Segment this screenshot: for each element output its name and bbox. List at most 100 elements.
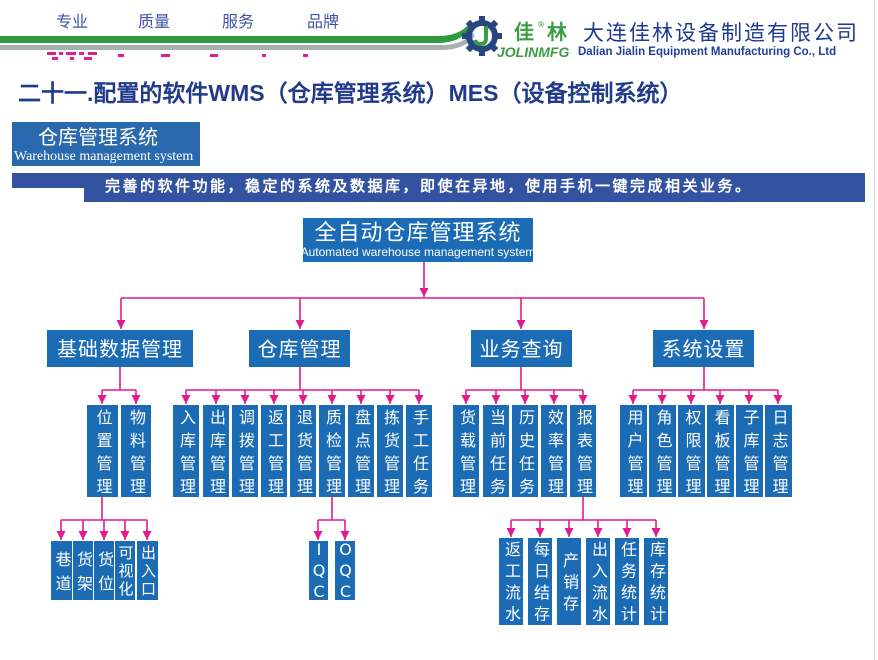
sub-label: 巷道 bbox=[52, 550, 72, 599]
branch-node-basic-data: 基础数据管理 bbox=[47, 330, 193, 367]
sub-label: 任务统计 bbox=[618, 541, 637, 625]
leaf-node-role-mgmt: 角色管理 bbox=[649, 405, 676, 497]
leaf-label: 退货管理 bbox=[294, 408, 313, 498]
branch-node-warehouse: 仓库管理 bbox=[249, 330, 350, 367]
leaf-node-inbound: 入库管理 bbox=[173, 405, 199, 497]
page-title: 二十一.配置的软件WMS（仓库管理系统）MES（设备控制系统） bbox=[18, 80, 683, 106]
brand-cn-lin: 林 bbox=[547, 20, 567, 44]
company-name-cn: 大连佳林设备制造有限公司 bbox=[583, 21, 859, 45]
sub-node-task-stats: 任务统计 bbox=[615, 538, 639, 625]
header-swoosh-green bbox=[0, 25, 471, 43]
header-pink-dashes bbox=[47, 52, 308, 60]
connector-business-query bbox=[461, 367, 588, 404]
banner-text: 完善的软件功能，稳定的系统及数据库，即使在异地，使用手机一键完成相关业务。 bbox=[105, 177, 753, 195]
nav-item-fuwu: 服务 bbox=[222, 12, 255, 31]
leaf-label: 报表管理 bbox=[574, 408, 593, 498]
leaf-label: 看板管理 bbox=[711, 408, 731, 498]
root-node: 全自动仓库管理系统 Automated warehouse management… bbox=[303, 218, 533, 262]
leaf-node-stocktake: 盘点管理 bbox=[348, 405, 374, 497]
leaf-node-outbound: 出库管理 bbox=[203, 405, 229, 497]
sub-node-daily-balance: 每日结存 bbox=[528, 538, 552, 625]
leaf-label: 出库管理 bbox=[207, 408, 226, 498]
leaf-node-returns: 退货管理 bbox=[290, 405, 316, 497]
leaf-node-transfer: 调拨管理 bbox=[232, 405, 258, 497]
sub-label: 产销存 bbox=[560, 552, 579, 617]
connector-report-mgmt bbox=[506, 497, 661, 537]
leaf-label: 调拨管理 bbox=[236, 408, 255, 498]
leaf-node-history-task: 历史任务 bbox=[512, 405, 538, 497]
leaf-node-manual-task: 手工任务 bbox=[406, 405, 432, 497]
root-node-title: 全自动仓库管理系统 bbox=[314, 220, 522, 246]
sub-label: 返工流水 bbox=[502, 541, 521, 625]
leaf-node-report-mgmt: 报表管理 bbox=[570, 405, 596, 497]
leaf-label: 拣货管理 bbox=[381, 408, 400, 498]
nav-item-pinpai: 品牌 bbox=[307, 12, 340, 31]
header-swoosh-grey bbox=[0, 33, 475, 50]
leaf-node-rework: 返工管理 bbox=[261, 405, 287, 497]
leaf-node-efficiency: 效率管理 bbox=[541, 405, 567, 497]
sub-node-visualization: 可视化 bbox=[115, 541, 135, 600]
sub-label: 货架 bbox=[74, 550, 93, 599]
leaf-node-permission-mgmt: 权限管理 bbox=[678, 405, 705, 497]
leaf-label: 效率管理 bbox=[545, 408, 564, 498]
connector-system-settings bbox=[628, 367, 783, 404]
sub-label: IQC bbox=[309, 541, 329, 600]
sub-node-production-sales-stock: 产销存 bbox=[557, 538, 581, 625]
leaf-node-material-mgmt: 物料管理 bbox=[121, 405, 151, 497]
leaf-node-sublibrary-mgmt: 子库管理 bbox=[736, 405, 763, 497]
leaf-label: 子库管理 bbox=[740, 408, 760, 498]
sub-node-oqc: OQC bbox=[335, 541, 355, 600]
leaf-label: 角色管理 bbox=[653, 408, 673, 498]
connector-quality-check bbox=[313, 497, 350, 540]
branch-label: 基础数据管理 bbox=[57, 336, 183, 361]
header-decoration bbox=[0, 25, 475, 60]
leaf-label: 物料管理 bbox=[127, 408, 146, 498]
section-title-cn: 仓库管理系统 bbox=[38, 125, 158, 149]
brand-name-en: JOLINMFG bbox=[497, 44, 570, 60]
slide-border bbox=[874, 0, 875, 660]
sub-label: OQC bbox=[336, 541, 355, 600]
sub-node-aisle: 巷道 bbox=[51, 541, 72, 600]
sub-node-entrance-exit: 出入口 bbox=[137, 541, 158, 600]
sub-label: 每日结存 bbox=[531, 541, 550, 625]
brand-cn-jia: 佳 bbox=[514, 20, 534, 44]
connector-location-mgmt bbox=[56, 497, 152, 540]
leaf-label: 位置管理 bbox=[93, 408, 113, 498]
leaf-node-picking: 拣货管理 bbox=[377, 405, 403, 497]
leaf-label: 当前任务 bbox=[487, 408, 506, 498]
leaf-node-log-mgmt: 日志管理 bbox=[765, 405, 792, 497]
leaf-label: 返工管理 bbox=[265, 408, 284, 498]
sub-node-rework-log: 返工流水 bbox=[499, 538, 523, 625]
branch-node-system-settings: 系统设置 bbox=[653, 330, 754, 367]
nav-item-zhiliang: 质量 bbox=[138, 12, 171, 31]
section-heading-box: 仓库管理系统 Warehouse management system bbox=[12, 122, 200, 166]
connector-basic-data bbox=[97, 367, 141, 404]
leaf-label: 货载管理 bbox=[457, 408, 476, 498]
sub-node-iqc: IQC bbox=[309, 541, 328, 600]
branch-label: 系统设置 bbox=[661, 336, 746, 361]
root-node-subtitle: Automated warehouse management system bbox=[303, 244, 533, 259]
branch-node-business-query: 业务查询 bbox=[471, 330, 572, 367]
sub-label: 出入口 bbox=[139, 545, 157, 599]
branch-label: 仓库管理 bbox=[257, 336, 342, 361]
branch-label: 业务查询 bbox=[479, 336, 564, 361]
leaf-label: 入库管理 bbox=[177, 408, 196, 498]
sub-node-rack: 货架 bbox=[73, 541, 93, 600]
sub-node-inventory-stats: 库存统计 bbox=[644, 538, 668, 625]
leaf-node-user-mgmt: 用户管理 bbox=[620, 405, 647, 497]
sub-label: 货位 bbox=[95, 550, 114, 599]
leaf-label: 权限管理 bbox=[682, 408, 702, 498]
connector-warehouse bbox=[181, 367, 424, 404]
leaf-node-load-mgmt: 货载管理 bbox=[453, 405, 479, 497]
leaf-label: 用户管理 bbox=[624, 408, 644, 498]
connector-root-to-branches bbox=[116, 262, 709, 329]
leaf-label: 手工任务 bbox=[410, 408, 429, 498]
leaf-node-location-mgmt: 位置管理 bbox=[87, 405, 118, 497]
registered-mark: ® bbox=[537, 20, 545, 29]
banner-bar bbox=[84, 180, 865, 202]
gear-logo-icon bbox=[462, 16, 502, 56]
leaf-node-current-task: 当前任务 bbox=[483, 405, 509, 497]
sub-label: 库存统计 bbox=[647, 541, 666, 625]
company-name-en: Dalian Jialin Equipment Manufacturing Co… bbox=[578, 46, 837, 58]
sub-node-in-out-log: 出入流水 bbox=[586, 538, 610, 625]
